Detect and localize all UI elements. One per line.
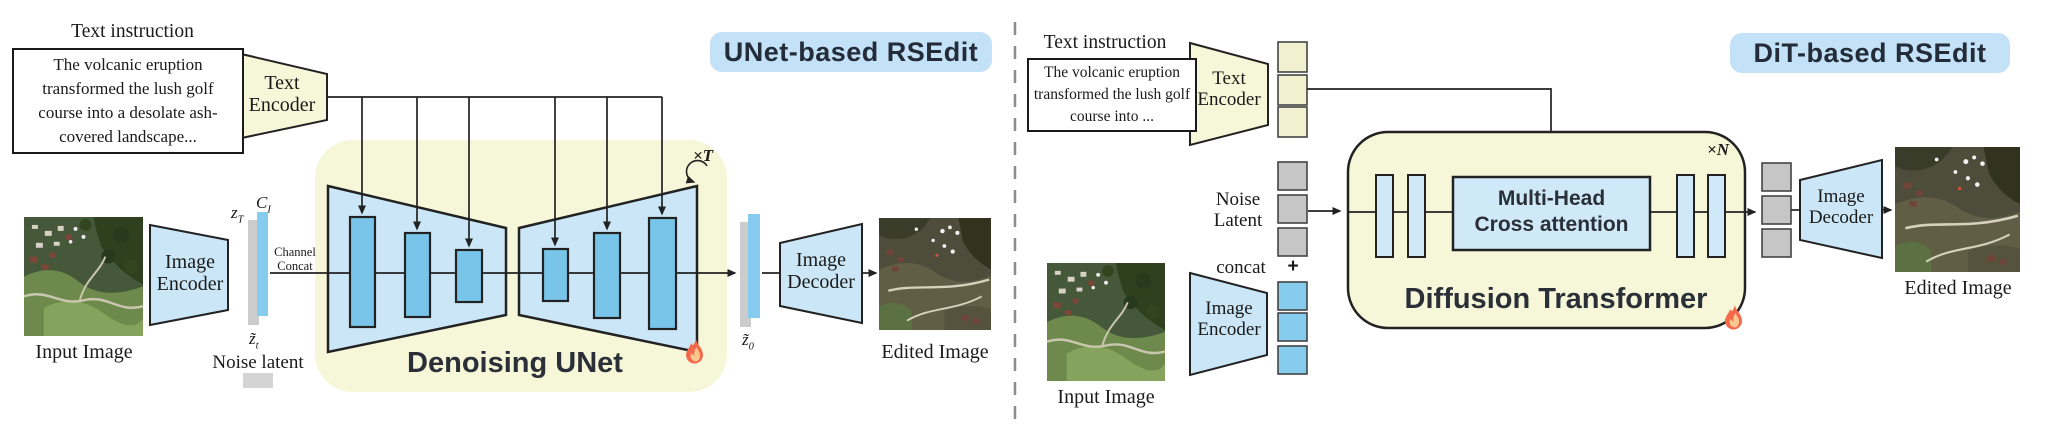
image-token xyxy=(1277,281,1308,311)
unet-block xyxy=(647,216,678,331)
noise-token xyxy=(1277,161,1308,191)
loop-arrow-icon xyxy=(685,159,708,184)
image-encoder-label: Image Encoder xyxy=(156,251,224,296)
text-token xyxy=(1277,74,1308,106)
image-token xyxy=(1277,312,1308,342)
text-instruction-box: The volcanic eruption transformed the lu… xyxy=(12,48,244,154)
text-instruction-title: Text instruction xyxy=(71,21,194,42)
text-encoder-label: Text Encoder xyxy=(1197,68,1261,111)
input-image-label: Input Image xyxy=(35,341,133,363)
transformer-layer-bar xyxy=(1375,174,1394,258)
input-image xyxy=(22,217,145,336)
input-image xyxy=(1047,262,1165,382)
noise-token xyxy=(1277,227,1308,257)
text-encoder-label: Text Encoder xyxy=(248,72,316,117)
noise-latent-label: Noise latent xyxy=(212,352,304,373)
text-instruction-content: The volcanic eruption transformed the lu… xyxy=(1033,64,1191,125)
plus-sign: + xyxy=(1287,256,1299,277)
output-token xyxy=(1761,195,1792,225)
unet-block xyxy=(454,248,484,304)
zT-label: zT xyxy=(231,203,244,226)
cI-label: CI xyxy=(256,193,271,216)
text-instruction-content: The volcanic eruption transformed the lu… xyxy=(38,54,218,147)
output-latent-bar xyxy=(748,214,760,318)
noise-latent-bar xyxy=(248,220,259,325)
denoising-unet-label: Denoising UNet xyxy=(407,347,623,379)
times-N-label: ×N xyxy=(1707,140,1729,159)
noise-latent-chip xyxy=(243,373,273,388)
diffusion-transformer-label: Diffusion Transformer xyxy=(1404,283,1708,315)
text-instruction-box: The volcanic eruption transformed the lu… xyxy=(1027,58,1197,132)
unet-block xyxy=(348,215,377,329)
image-decoder-shape xyxy=(1799,158,1883,260)
edited-image-label: Edited Image xyxy=(1904,277,2012,299)
transformer-layer-bar xyxy=(1676,174,1695,258)
noise-latent-label: Noise Latent xyxy=(1213,189,1263,232)
image-latent-bar xyxy=(257,212,268,316)
noise-token xyxy=(1277,194,1308,224)
multi-head-cross-attention-label: Multi-Head Cross attention xyxy=(1474,187,1629,237)
unet-rsedit-badge: UNet-based RSEdit xyxy=(710,32,992,72)
edited-image xyxy=(879,216,991,332)
unet-block xyxy=(541,247,570,303)
channel-concat-label: Channel Concat xyxy=(274,245,316,273)
image-encoder-label: Image Encoder xyxy=(1197,298,1261,341)
edited-image-label: Edited Image xyxy=(881,341,989,363)
output-noise-bar xyxy=(740,222,751,327)
edited-image xyxy=(1893,147,2022,272)
multi-head-cross-attention-box xyxy=(1451,175,1652,252)
image-encoder-shape xyxy=(1189,271,1268,377)
output-token xyxy=(1761,228,1792,258)
transformer-layer-bar xyxy=(1407,174,1426,258)
output-token xyxy=(1761,162,1792,192)
image-decoder-shape xyxy=(779,222,863,325)
unet-block xyxy=(403,231,432,319)
z0-label: z̃0 xyxy=(742,330,754,353)
image-decoder-label: Image Decoder xyxy=(1808,186,1874,229)
text-instruction-title: Text instruction xyxy=(1043,32,1167,53)
unet-block xyxy=(592,231,622,320)
input-image-label: Input Image xyxy=(1057,386,1155,408)
text-token xyxy=(1277,41,1308,73)
dit-rsedit-badge: DiT-based RSEdit xyxy=(1730,33,2010,73)
transformer-layer-bar xyxy=(1707,174,1726,258)
zt-label: z̃t xyxy=(249,329,259,352)
image-decoder-label: Image Decoder xyxy=(787,249,855,294)
image-encoder-shape xyxy=(149,223,229,327)
times-T-label: ×T xyxy=(692,146,714,165)
image-token xyxy=(1277,345,1308,375)
text-token xyxy=(1277,106,1308,138)
concat-label: concat xyxy=(1216,257,1266,278)
